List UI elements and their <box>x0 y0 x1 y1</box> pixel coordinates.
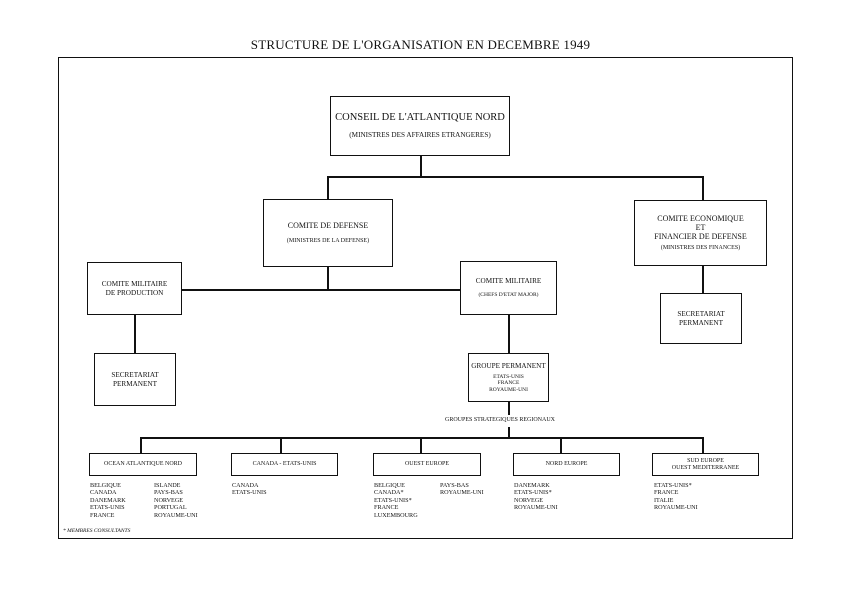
country-item: DANEMARK <box>514 482 550 489</box>
country-list: DANEMARK ETATS-UNIS* NORVEGE ROYAUME-UNI <box>514 482 558 512</box>
econ-secretariat-line2: PERMANENT <box>679 318 723 327</box>
econ-secretariat-line1: SECRETARIAT <box>677 310 725 319</box>
connector-to-defense <box>327 176 329 199</box>
country-item: ETATS-UNIS <box>90 504 125 512</box>
country-item: ROYAUME-UNI <box>514 504 558 512</box>
country-item: FRANCE <box>374 504 399 512</box>
country-item: ROYAUME-UNI <box>154 511 198 519</box>
country-item: DANEMARK <box>90 496 126 504</box>
production-committee-line1: COMITE MILITAIRE <box>101 280 168 289</box>
country-item: PAYS-BAS <box>440 482 469 489</box>
council-box: CONSEIL DE L'ATLANTIQUE NORD (MINISTRES … <box>330 96 510 156</box>
country-list: ISLANDE PAYS-BAS NORVEGE PORTUGAL ROYAUM… <box>154 482 198 519</box>
country-item: ROYAUME-UNI <box>440 489 484 497</box>
chart-frame <box>58 57 793 539</box>
council-name: CONSEIL DE L'ATLANTIQUE NORD <box>335 112 505 124</box>
econ-committee-line1: COMITE ECONOMIQUE <box>657 213 744 223</box>
country-item: BELGIQUE <box>374 482 405 489</box>
connector-regional-1 <box>140 437 142 454</box>
regional-group-box: OUEST EUROPE <box>373 453 481 476</box>
military-committee-box: COMITE MILITAIRE (CHEFS D'ETAT MAJOR) <box>460 261 557 315</box>
country-list: BELGIQUE CANADA DANEMARK ETATS-UNIS FRAN… <box>90 482 126 519</box>
econ-committee-box: COMITE ECONOMIQUE ET FINANCIER DE DEFENS… <box>634 200 767 266</box>
country-item: ETATS-UNIS* <box>514 489 552 497</box>
country-item: CANADA <box>232 482 259 489</box>
country-item: ETATS-UNIS <box>232 489 267 497</box>
country-list: ETATS-UNIS* FRANCE ITALIE ROYAUME-UNI <box>654 482 698 512</box>
military-committee-name: COMITE MILITAIRE <box>475 277 542 286</box>
country-item: FRANCE <box>90 511 115 519</box>
econ-committee-line2: ET <box>695 222 706 232</box>
regional-group-box: OCEAN ATLANTIQUE NORD <box>89 453 197 476</box>
regional-group-name: CANADA - ETATS-UNIS <box>252 461 317 468</box>
standing-group-member: FRANCE <box>497 380 520 387</box>
regional-group-name-line2: OUEST MEDITERRANEE <box>671 464 740 471</box>
country-item: BELGIQUE <box>90 482 121 489</box>
production-committee-line2: DE PRODUCTION <box>105 288 164 297</box>
regional-group-box: SUD EUROPE OUEST MEDITERRANEE <box>652 453 759 476</box>
connector-council-down <box>420 156 422 177</box>
country-list: BELGIQUE CANADA* ETATS-UNIS* FRANCE LUXE… <box>374 482 418 519</box>
military-committee-subtitle: (CHEFS D'ETAT MAJOR) <box>478 292 539 299</box>
econ-secretariat-box: SECRETARIAT PERMANENT <box>660 293 742 344</box>
defense-committee-subtitle: (MINISTRES DE LA DEFENSE) <box>286 237 370 244</box>
connector-top-horizontal <box>327 176 703 178</box>
country-item: ROYAUME-UNI <box>654 504 698 512</box>
country-list: PAYS-BAS ROYAUME-UNI <box>440 482 484 497</box>
production-secretariat-box: SECRETARIAT PERMANENT <box>94 353 176 406</box>
production-secretariat-line1: SECRETARIAT <box>111 371 159 380</box>
country-item: CANADA* <box>374 489 404 497</box>
country-item: NORVEGE <box>154 496 184 504</box>
country-item: ETATS-UNIS* <box>654 482 692 489</box>
country-item: ETATS-UNIS* <box>374 496 412 504</box>
country-item: LUXEMBOURG <box>374 511 418 519</box>
connector-defense-down <box>327 267 329 290</box>
connector-regional-5 <box>702 437 704 454</box>
country-item: ITALIE <box>654 496 674 504</box>
connector-bottom-horizontal <box>140 437 703 439</box>
connector-middle-horizontal <box>181 289 461 291</box>
regional-group-name-line1: SUD EUROPE <box>687 457 724 464</box>
regional-group-name: NORD EUROPE <box>545 461 588 468</box>
standing-group-member: ROYAUME-UNI <box>489 386 528 393</box>
standing-group-name: GROUPE PERMANENT <box>471 361 546 370</box>
council-subtitle: (MINISTRES DES AFFAIRES ETRANGERES) <box>349 131 491 140</box>
connector-econ-to-secretariat <box>702 265 704 293</box>
regional-group-name: OUEST EUROPE <box>404 461 450 468</box>
connector-labels-down <box>508 427 510 438</box>
econ-committee-subtitle: (MINISTRES DES FINANCES) <box>660 245 741 252</box>
country-list: CANADA ETATS-UNIS <box>232 482 267 497</box>
standing-group-box: GROUPE PERMANENT ETATS-UNIS FRANCE ROYAU… <box>468 353 549 402</box>
chart-title: STRUCTURE DE L'ORGANISATION EN DECEMBRE … <box>250 37 591 52</box>
connector-to-econ <box>702 176 704 200</box>
connector-production-to-secretariat <box>134 314 136 353</box>
connector-standing-down <box>508 402 510 415</box>
country-item: FRANCE <box>654 489 679 497</box>
econ-committee-line3: FINANCIER DE DEFENSE <box>654 232 747 242</box>
connector-military-to-standing <box>508 315 510 353</box>
country-item: CANADA <box>90 489 117 497</box>
defense-committee-box: COMITE DE DEFENSE (MINISTRES DE LA DEFEN… <box>263 199 393 267</box>
regional-group-name: OCEAN ATLANTIQUE NORD <box>104 461 182 468</box>
footnote: * MEMBRES CONSULTANTS <box>63 528 131 534</box>
country-item: PAYS-BAS <box>154 489 183 497</box>
country-item: NORVEGE <box>514 496 544 504</box>
regional-group-box: NORD EUROPE <box>513 453 620 476</box>
standing-group-member: ETATS-UNIS <box>493 374 524 381</box>
production-secretariat-line2: PERMANENT <box>113 379 157 388</box>
connector-regional-3 <box>420 437 422 454</box>
regional-groups-label: GROUPES STRATEGIQUES REGIONAUX <box>445 417 556 423</box>
regional-group-box: CANADA - ETATS-UNIS <box>231 453 338 476</box>
connector-regional-4 <box>560 437 562 454</box>
country-item: PORTUGAL <box>154 504 187 512</box>
country-item: ISLANDE <box>154 482 181 489</box>
production-committee-box: COMITE MILITAIRE DE PRODUCTION <box>87 262 182 315</box>
connector-regional-2 <box>280 437 282 454</box>
defense-committee-name: COMITE DE DEFENSE <box>287 221 369 231</box>
